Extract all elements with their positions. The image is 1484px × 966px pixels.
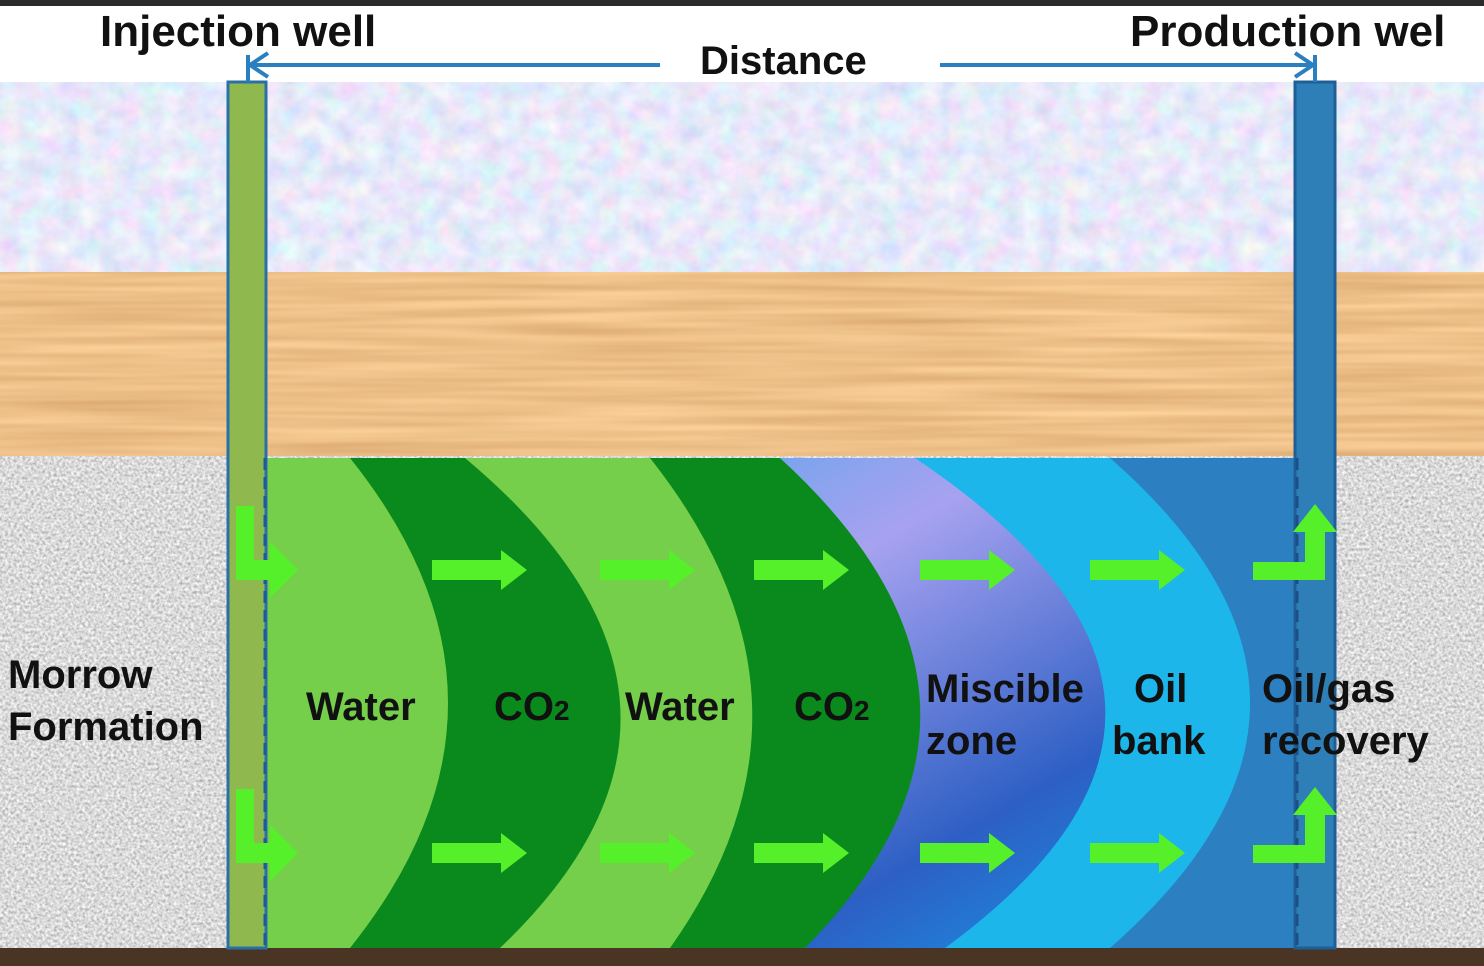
flow-arrow-right: [600, 550, 695, 590]
miscible-zone-label-line2: zone: [926, 719, 1017, 763]
basement-layer: [0, 948, 1484, 966]
injection-flow-arrow: [236, 789, 298, 881]
oil-bank-label-line1: Oil: [1134, 667, 1187, 711]
flood-zones: [266, 458, 1295, 948]
water-2-label: Water: [625, 685, 735, 729]
distance-arrow: [246, 51, 1317, 82]
flow-arrow-right: [1090, 833, 1185, 873]
caprock-layer: [0, 272, 1484, 456]
co2-1-label: CO2: [494, 685, 570, 729]
formation-label-line2: Formation: [8, 705, 204, 749]
formation-label-line1: Morrow: [8, 653, 153, 697]
injection-well-label: Injection well: [100, 7, 376, 56]
distance-label: Distance: [700, 39, 867, 83]
flow-arrow-right: [920, 833, 1015, 873]
production-flow-arrow: [1253, 787, 1337, 863]
co2-2-label: CO2: [794, 685, 870, 729]
injection-flow-arrow: [236, 506, 298, 598]
flow-arrow-right: [600, 833, 695, 873]
flow-arrow-right: [432, 833, 527, 873]
water-1-label: Water: [306, 685, 416, 729]
production-flow-arrow: [1253, 504, 1337, 580]
production-well-label: Production wel: [1130, 7, 1445, 56]
flow-arrows: [236, 504, 1337, 881]
oil-gas-recovery-label-line2: recovery: [1262, 719, 1430, 763]
top-bar: [0, 0, 1484, 6]
flow-arrow-right: [920, 550, 1015, 590]
oil-bank-label-line2: bank: [1112, 719, 1206, 763]
miscible-zone-label-line1: Miscible: [926, 667, 1084, 711]
flow-arrow-right: [754, 833, 849, 873]
oil-gas-recovery-label-line1: Oil/gas: [1262, 667, 1395, 711]
flow-arrow-right: [1090, 550, 1185, 590]
surface-layer: [0, 82, 1484, 272]
water-1-zone: [266, 458, 448, 948]
flow-arrow-right: [432, 550, 527, 590]
flow-arrow-right: [754, 550, 849, 590]
